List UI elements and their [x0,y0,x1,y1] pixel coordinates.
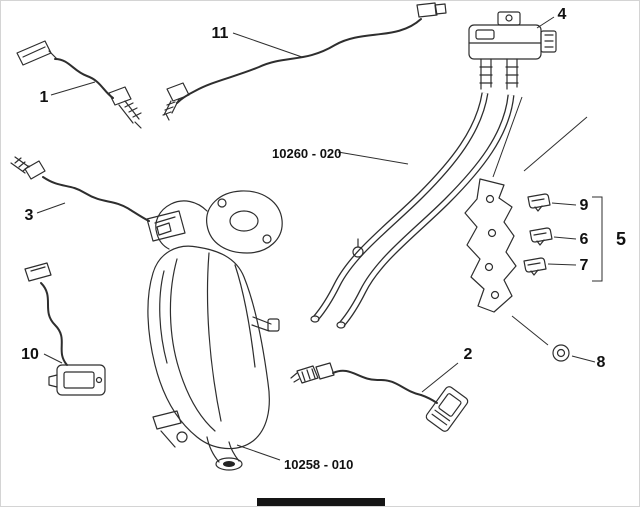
part-label-11: 11 [212,25,229,42]
leader-lines [36,16,603,461]
part-label-1: 1 [40,89,49,106]
pressure-sensor-4-drawing [468,11,557,90]
clip-7-drawing [523,257,547,276]
clip-6-drawing [529,227,553,246]
pressure-hoses-drawing [310,92,515,329]
oxygen-sensor-1-drawing [16,40,142,129]
part-code-hoses: 10260 - 020 [272,146,341,161]
part-labels: 1 11 4 3 9 6 7 5 8 2 10 10260 - 020 1025… [21,6,626,472]
temperature-sensor-3-drawing [10,156,186,242]
part-label-3: 3 [25,207,34,224]
nut-8-drawing [552,344,570,362]
part-label-10: 10 [21,346,39,363]
part-label-5: 5 [616,229,626,249]
part-label-9: 9 [580,197,589,214]
mounting-bracket-5-drawing [464,178,517,313]
bottom-black-bar [257,498,385,506]
part-label-2: 2 [464,346,473,363]
lambda-sensor-11-drawing [162,2,447,121]
part-label-6: 6 [580,231,589,248]
clip-9-drawing [527,193,551,212]
part-label-4: 4 [558,6,567,23]
oxygen-sensor-10-drawing [24,262,106,396]
part-label-8: 8 [597,354,606,371]
part-label-7: 7 [580,257,589,274]
catalytic-converter-drawing [147,190,283,471]
temperature-sensor-2-drawing [290,362,469,432]
part-code-catalyst: 10258 - 010 [284,457,353,472]
